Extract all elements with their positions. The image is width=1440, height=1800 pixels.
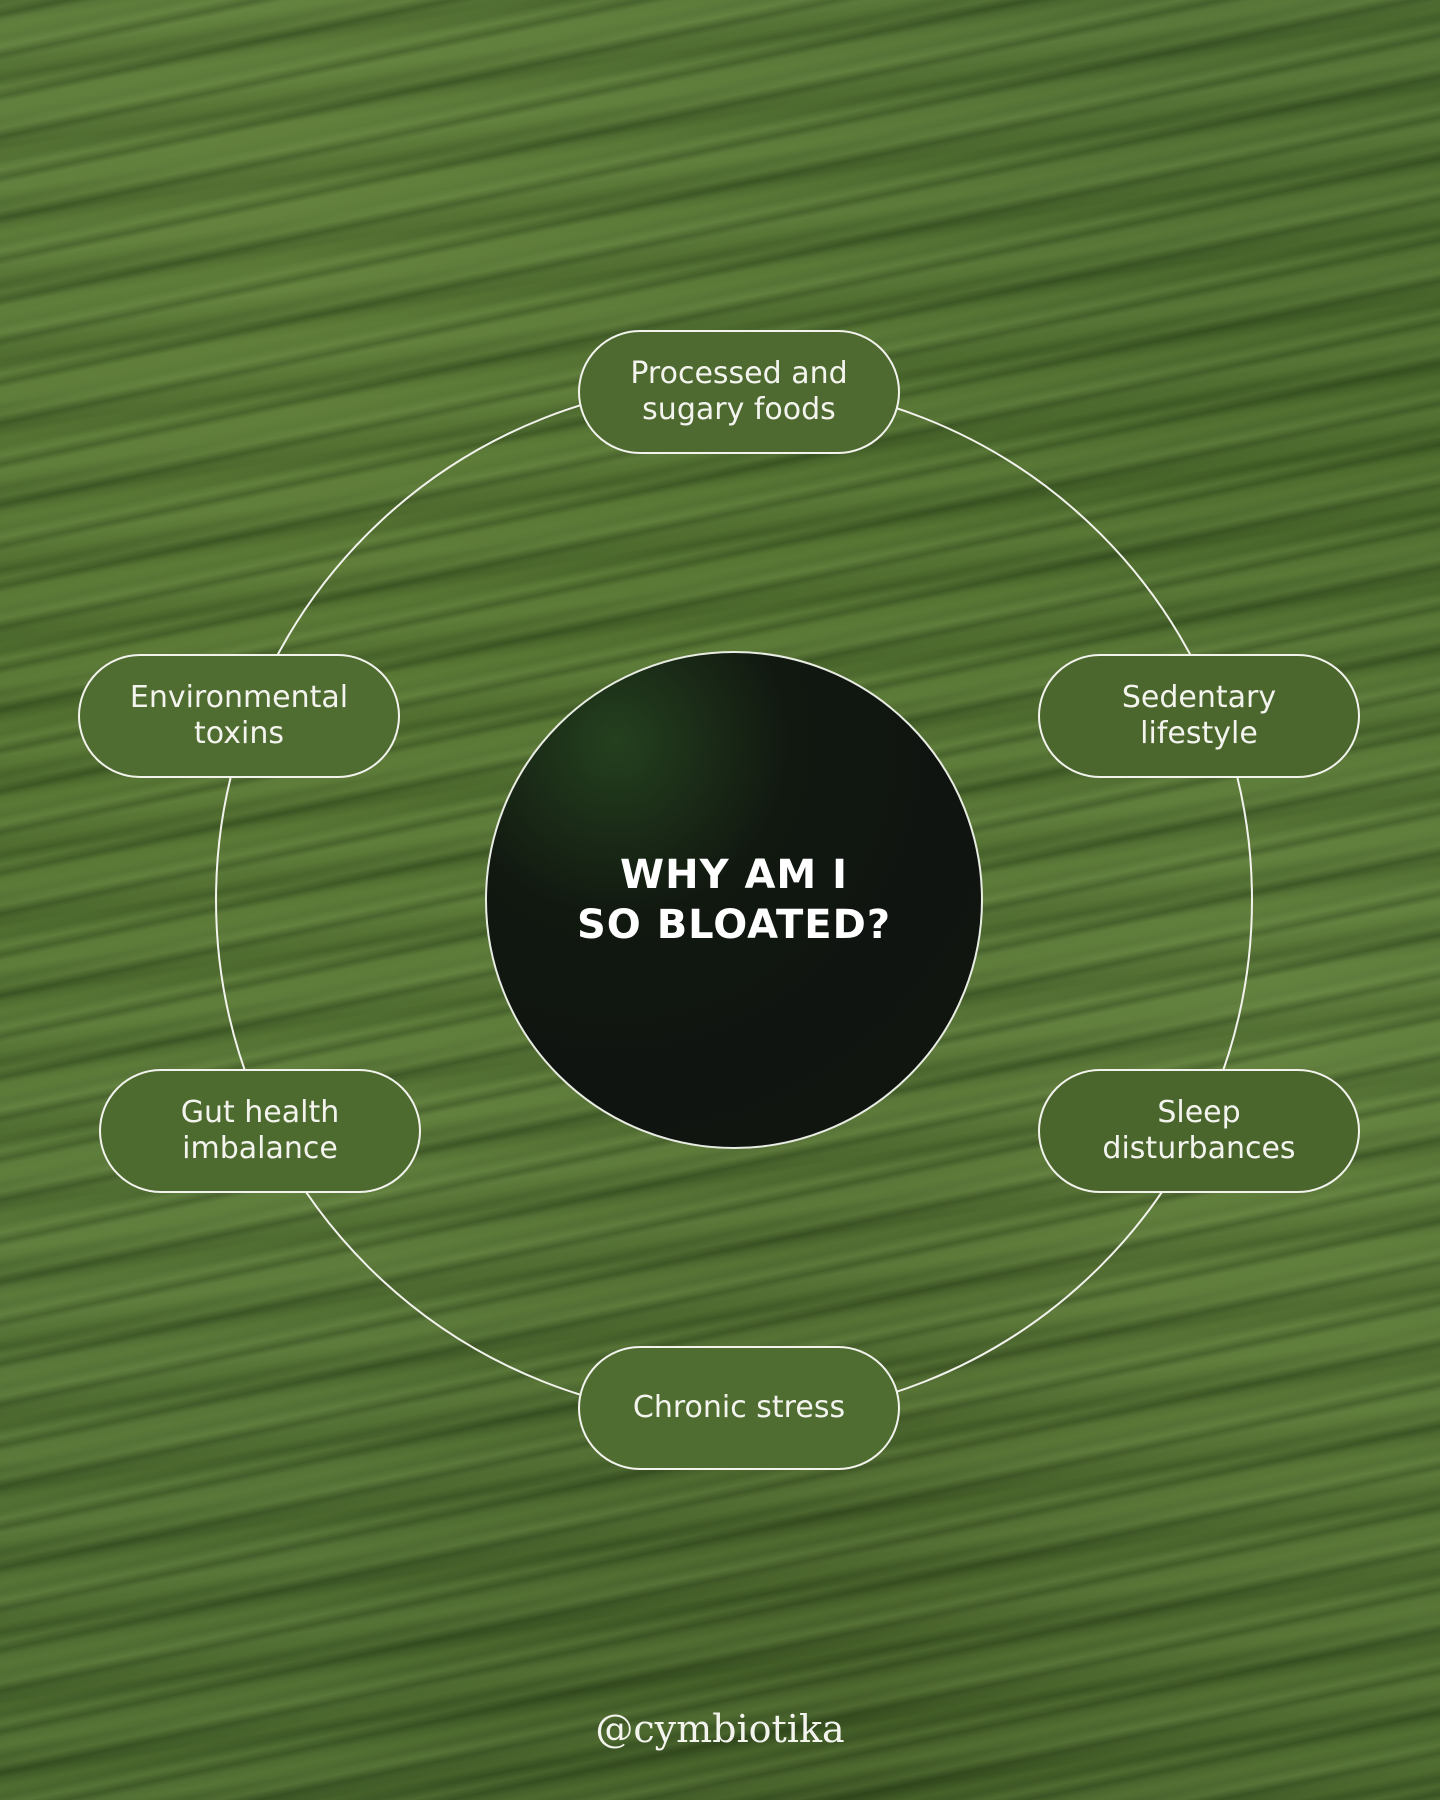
factor-gut-health-imbalance: Gut health imbalance xyxy=(99,1069,421,1193)
factor-sedentary-lifestyle: Sedentary lifestyle xyxy=(1038,654,1360,778)
factor-label: Processed and sugary foods xyxy=(630,356,848,427)
factor-chronic-stress: Chronic stress xyxy=(578,1346,900,1470)
factor-label: Gut health imbalance xyxy=(180,1095,340,1166)
factor-environmental-toxins: Environmental toxins xyxy=(78,654,400,778)
center-circle: WHY AM I SO BLOATED? xyxy=(485,651,983,1149)
factor-label: Sedentary lifestyle xyxy=(1121,680,1277,751)
factor-processed-foods: Processed and sugary foods xyxy=(578,330,900,454)
brand-handle: @cymbiotika xyxy=(595,1707,845,1751)
factor-sleep-disturbances: Sleep disturbances xyxy=(1038,1069,1360,1193)
factor-label: Sleep disturbances xyxy=(1102,1095,1296,1166)
center-title: WHY AM I SO BLOATED? xyxy=(576,852,892,948)
factor-label: Environmental toxins xyxy=(129,680,349,751)
factor-label: Chronic stress xyxy=(632,1390,846,1425)
